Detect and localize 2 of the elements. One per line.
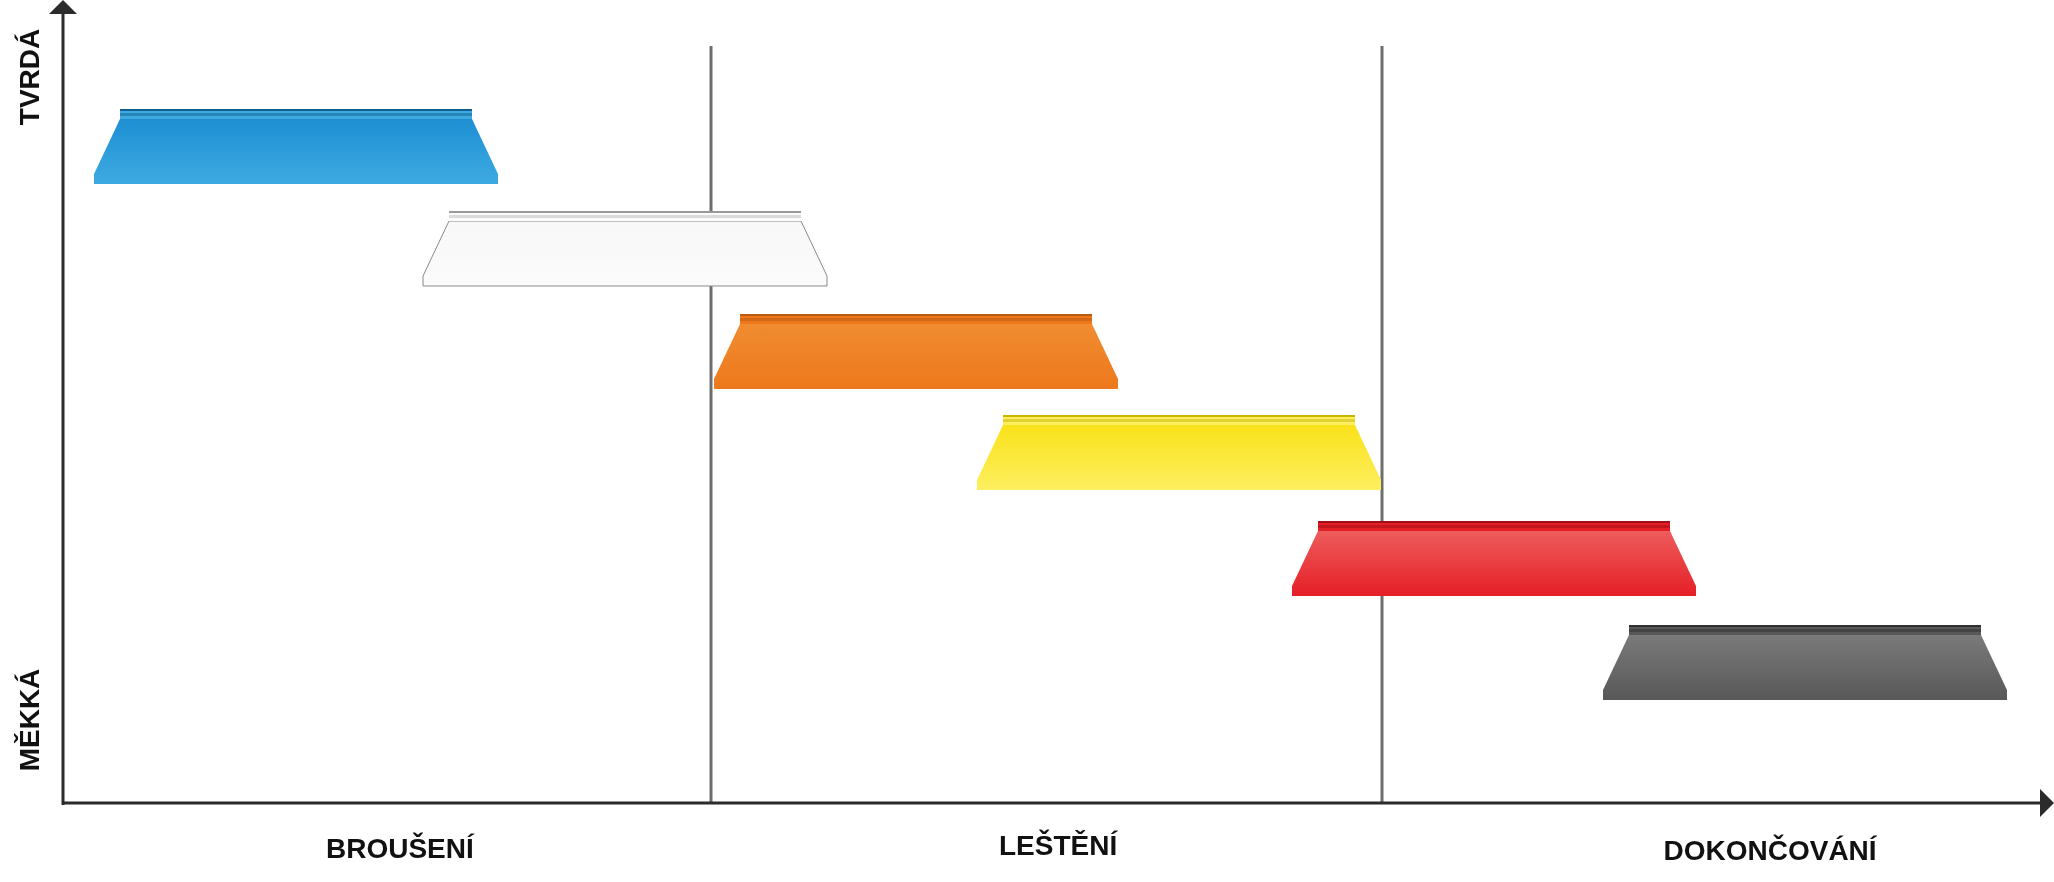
axis-label: TVRDÁ bbox=[16, 28, 45, 126]
axis-label: MĚKKÁ bbox=[15, 668, 44, 772]
